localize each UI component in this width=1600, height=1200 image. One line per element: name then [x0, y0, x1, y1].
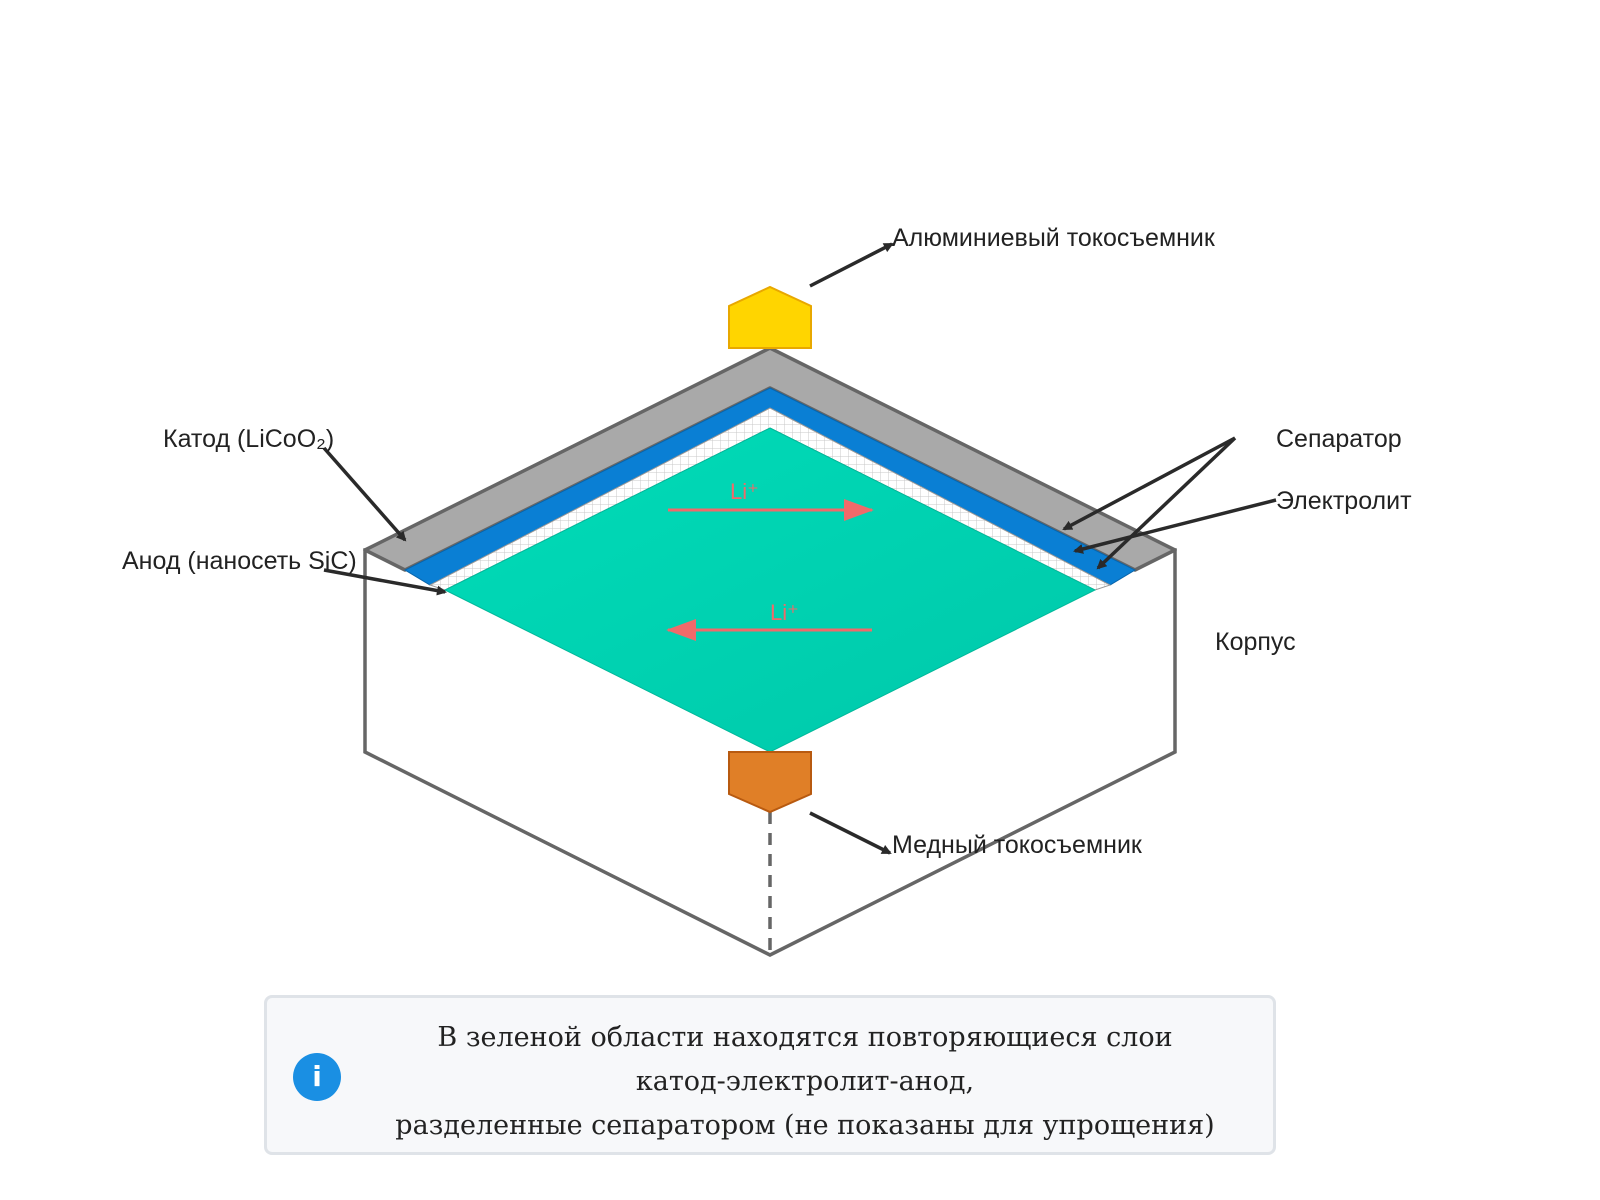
info-note: i В зеленой области находятся повторяющи…: [264, 995, 1276, 1155]
leader-copper: [809, 811, 892, 855]
info-note-line: катод-электролит-анод,: [635, 1066, 975, 1097]
info-icon: i: [293, 1053, 341, 1101]
info-note-line: В зеленой области находятся повторяющиес…: [437, 1022, 1173, 1053]
label-separator: Сепаратор: [1276, 425, 1402, 453]
leader-aluminum: [809, 242, 894, 288]
ion-label-forward: Li⁺: [730, 479, 759, 504]
label-cathode: Катод (LiCoO₂): [163, 425, 334, 453]
leader-anode: [323, 568, 447, 596]
leader-electrolyte: [1073, 498, 1277, 554]
label-aluminum-collector: Алюминиевый токосъемник: [892, 224, 1216, 252]
label-housing: Корпус: [1215, 628, 1296, 656]
leader-separator-2: [1096, 436, 1237, 570]
leader-separator-1: [1062, 436, 1236, 531]
aluminum-collector-tab: [728, 285, 812, 349]
label-anode: Анод (наносеть SiC): [122, 547, 357, 575]
info-note-line: разделенные сепаратором (не показаны для…: [395, 1110, 1215, 1141]
copper-collector-tab: [728, 751, 812, 814]
label-electrolyte: Электролит: [1276, 487, 1412, 515]
ion-label-backward: Li⁺: [770, 600, 799, 625]
label-copper-collector: Медный токосъемник: [892, 831, 1143, 859]
leader-cathode: [322, 446, 407, 542]
info-note-text: В зеленой области находятся повторяющиес…: [357, 1016, 1253, 1148]
